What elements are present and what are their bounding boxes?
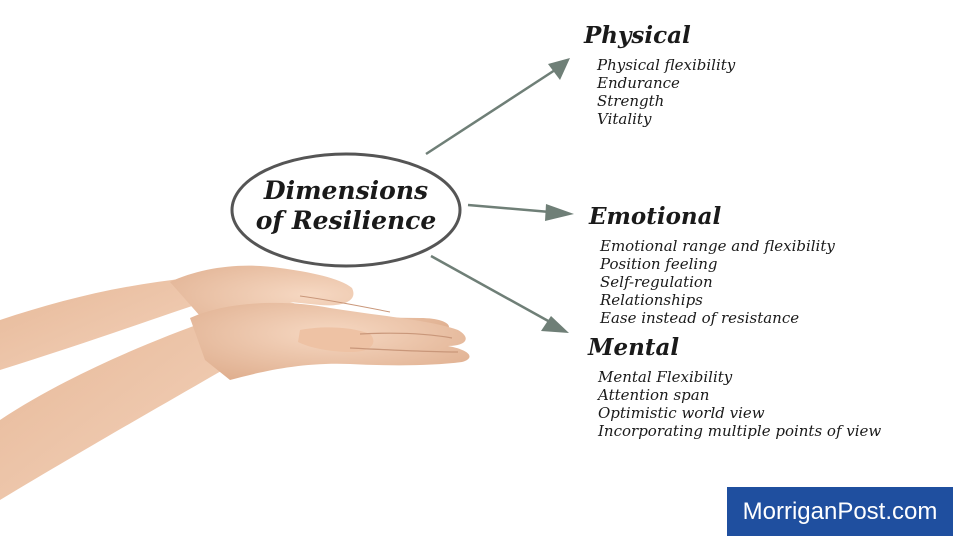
center-title: Dimensions of Resilience: [244, 176, 448, 236]
list-item: Strength: [597, 92, 665, 110]
center-ellipse: [230, 152, 462, 268]
open-hands-image: [0, 265, 470, 500]
physical-heading: Physical: [584, 22, 691, 49]
list-item: Self-regulation: [600, 273, 713, 291]
arrow-to-physical: [425, 58, 570, 156]
center-title-line1: Dimensions: [263, 176, 429, 205]
list-item: Emotional range and flexibility: [600, 237, 835, 255]
mental-list: Mental Flexibility Attention span Optimi…: [598, 368, 881, 440]
list-item: Incorporating multiple points of view: [598, 422, 882, 440]
list-item: Optimistic world view: [598, 404, 765, 422]
list-item: Physical flexibility: [597, 56, 736, 74]
list-item: Relationships: [600, 291, 703, 309]
arrow-to-emotional: [467, 203, 574, 221]
physical-list: Physical flexibility Endurance Strength …: [597, 56, 735, 128]
mental-heading: Mental: [588, 334, 680, 361]
list-item: Vitality: [597, 110, 652, 128]
list-item: Attention span: [598, 386, 710, 404]
brand-label: MorriganPost.com: [727, 487, 953, 536]
emotional-list: Emotional range and flexibility Position…: [600, 237, 835, 327]
list-item: Ease instead of resistance: [600, 309, 800, 327]
emotional-heading: Emotional: [589, 203, 722, 230]
list-item: Endurance: [597, 74, 680, 92]
arrow-to-mental: [430, 254, 569, 333]
list-item: Mental Flexibility: [598, 368, 733, 386]
list-item: Position feeling: [600, 255, 718, 273]
center-title-line2: of Resilience: [255, 206, 437, 235]
